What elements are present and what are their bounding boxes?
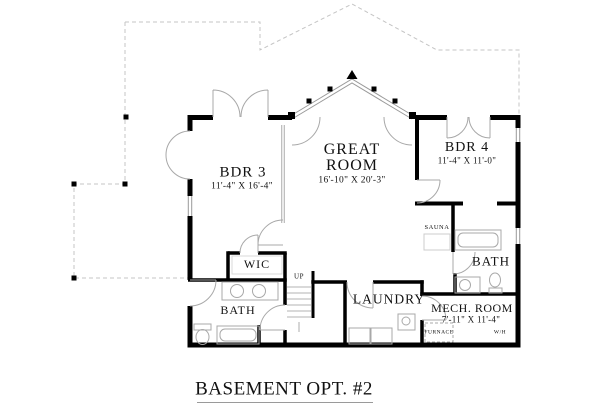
- room-label-bdr4: BDR 4: [444, 140, 490, 155]
- water-heater-label: W/H: [493, 329, 507, 336]
- stairs-up-label: UP: [294, 272, 304, 281]
- room-label-great-line1: GREAT: [323, 141, 381, 158]
- windows: [187, 128, 521, 244]
- room-dims-mech: 7'-11" X 11'-4": [441, 314, 501, 325]
- room-label-sauna: SAUNA: [424, 223, 450, 231]
- room-label-bath-left: BATH: [220, 303, 256, 317]
- room-dims-great: 16'-10" X 20'-3": [318, 175, 386, 186]
- exterior-walls: [187, 115, 521, 348]
- drawing-title: BASEMENT OPT. #2: [195, 378, 373, 400]
- deck-posts: [71, 114, 129, 281]
- room-label-laundry: LAUNDRY: [352, 291, 426, 307]
- bdr4-walls: [415, 115, 520, 206]
- title-underline: [197, 402, 373, 403]
- room-label-wic: WIC: [243, 257, 271, 271]
- room-dims-bdr3: 11'-4" X 16'-4": [211, 181, 273, 192]
- bdr3-open-wall: [281, 125, 285, 223]
- prow-window-wall: [288, 70, 416, 120]
- room-dims-bdr4: 11'-4" X 11'-0": [437, 155, 497, 166]
- room-label-bdr3: BDR 3: [219, 164, 267, 181]
- furnace-label: FURNACE: [424, 329, 454, 336]
- room-label-mech: MECH. ROOM: [431, 301, 513, 315]
- fixtures: [193, 229, 503, 345]
- interior-walls: [188, 205, 520, 348]
- stairs: [287, 286, 311, 332]
- room-label-great-line2: ROOM: [325, 157, 379, 174]
- room-label-bath-right: BATH: [472, 253, 510, 269]
- door-swings: [165, 89, 491, 331]
